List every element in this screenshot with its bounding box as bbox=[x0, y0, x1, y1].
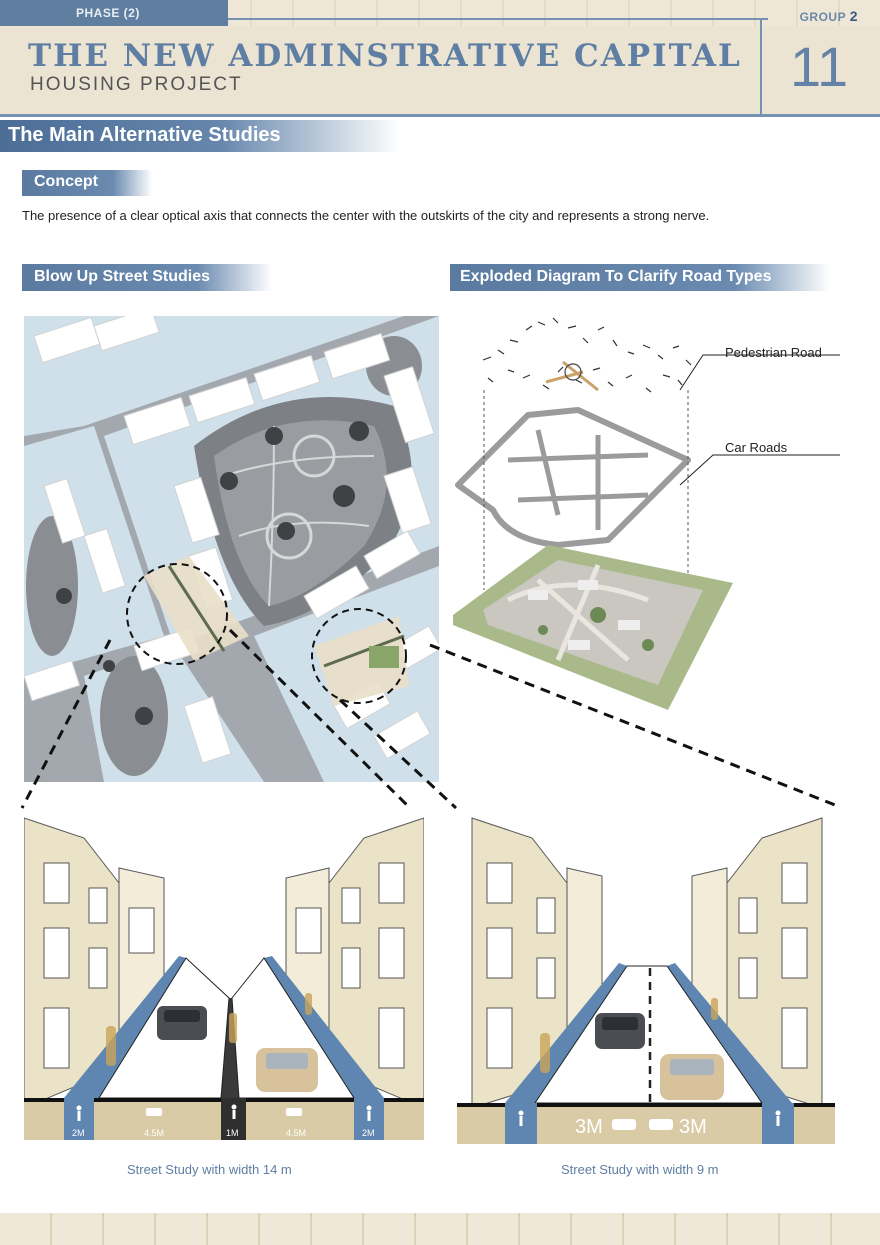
car-roads-label: Car Roads bbox=[725, 440, 788, 455]
phase-label: PHASE (2) bbox=[0, 0, 228, 26]
section-blowup-title: Blow Up Street Studies bbox=[22, 264, 272, 291]
exploded-diagram bbox=[448, 300, 880, 720]
street-study-9m: 3M 3M bbox=[457, 808, 835, 1144]
dim-3m-right: 3M bbox=[679, 1116, 707, 1138]
page-header: PHASE (2) GROUP 2 THE NEW ADMINSTRATIVE … bbox=[0, 0, 880, 117]
header-bottom-rule bbox=[0, 114, 880, 117]
header-divider bbox=[760, 18, 762, 114]
page-number: 11 bbox=[790, 35, 849, 98]
street-14m-caption: Street Study with width 14 m bbox=[127, 1162, 292, 1177]
street-9m-drawing: 3M 3M bbox=[457, 808, 835, 1144]
section-concept-title: Concept bbox=[22, 170, 152, 196]
dim-1m-median: 1M bbox=[226, 1128, 239, 1138]
group-label: GROUP 2 bbox=[800, 8, 858, 24]
dim-2m-right: 2M bbox=[362, 1128, 375, 1138]
page-subtitle: HOUSING PROJECT bbox=[30, 74, 243, 95]
dim-4-5m-right: 4.5M bbox=[286, 1128, 306, 1138]
pedestrian-road-label: Pedestrian Road bbox=[725, 345, 822, 360]
dim-4-5m-left: 4.5M bbox=[144, 1128, 164, 1138]
pedestrian-layer bbox=[482, 317, 692, 393]
group-number: 2 bbox=[849, 8, 858, 24]
header-rule bbox=[228, 18, 768, 20]
section-main-title: The Main Alternative Studies bbox=[0, 120, 400, 152]
street-14m-drawing: 2M 4.5M 1M 4.5M 2M bbox=[24, 808, 424, 1140]
street-9m-caption: Street Study with width 9 m bbox=[561, 1162, 719, 1177]
section-exploded-title: Exploded Diagram To Clarify Road Types bbox=[450, 264, 830, 291]
dim-3m-left: 3M bbox=[575, 1116, 603, 1138]
street-study-14m: 2M 4.5M 1M 4.5M 2M bbox=[24, 808, 424, 1140]
site-plan-image bbox=[24, 316, 439, 782]
page-title: THE NEW ADMINSTRATIVE CAPITAL bbox=[28, 38, 742, 74]
dim-2m-left: 2M bbox=[72, 1128, 85, 1138]
site-plan-drawing bbox=[24, 316, 439, 782]
exploded-diagram-drawing bbox=[453, 317, 840, 710]
group-label-text: GROUP bbox=[799, 10, 846, 24]
page-footer-ornament bbox=[0, 1213, 880, 1245]
concept-text: The presence of a clear optical axis tha… bbox=[22, 208, 710, 223]
